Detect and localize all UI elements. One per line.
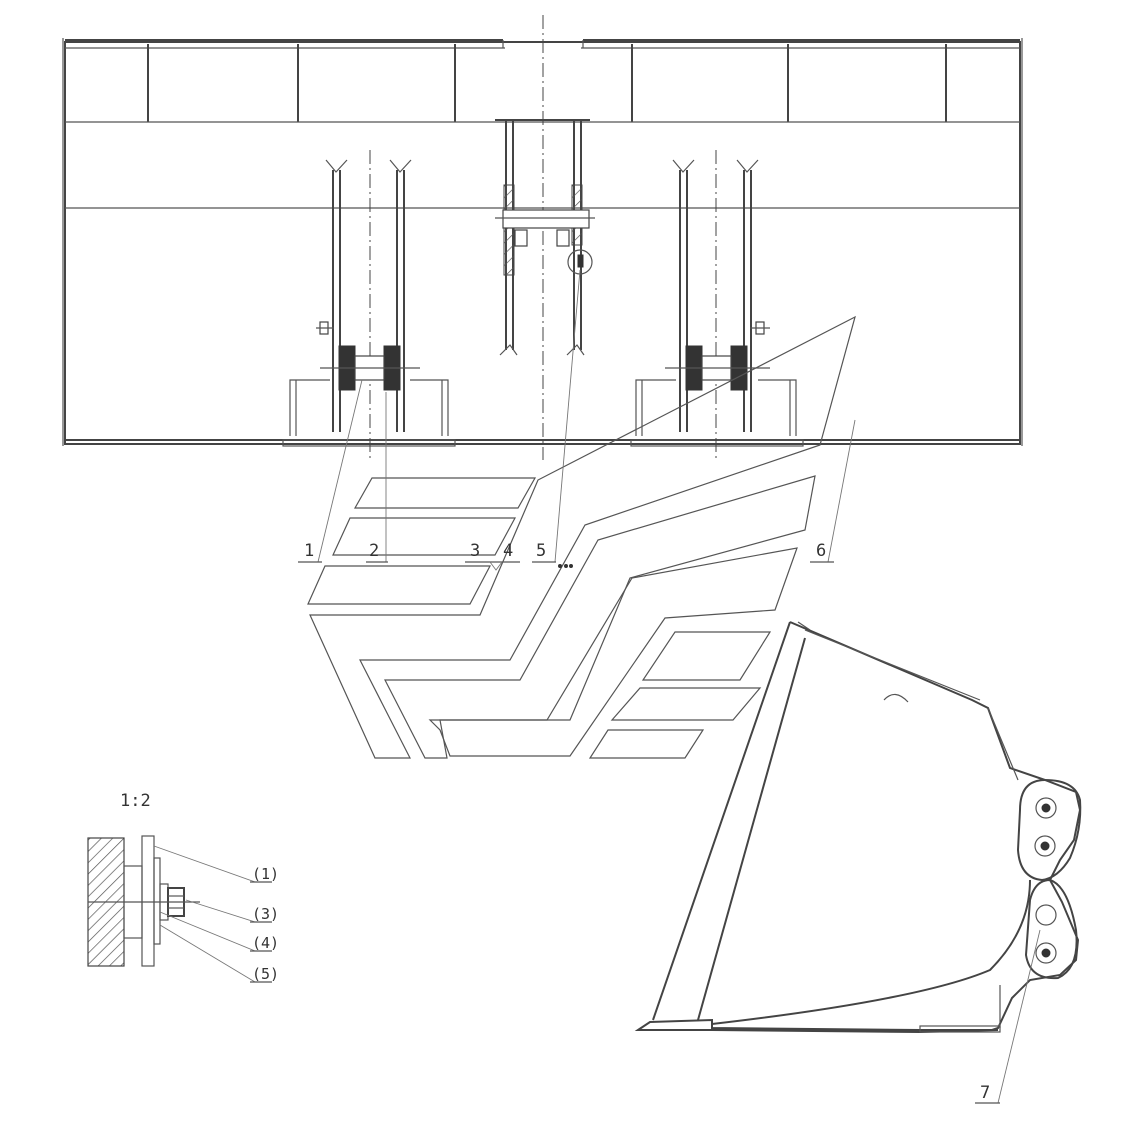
side-view (634, 621, 1082, 1034)
upper-hinge-ear (1016, 778, 1082, 882)
callout-6: 6 (816, 541, 826, 561)
top-ribs (147, 44, 947, 122)
detail-label-3: (3) (252, 905, 279, 923)
detail-view: 1:2 (1) (3) (4) (5) (87, 791, 279, 983)
top-view (62, 15, 1023, 460)
callout-7: 7 (980, 1083, 990, 1103)
right-hinge-assembly (635, 150, 797, 460)
detail-scale-label: 1:2 (120, 791, 151, 811)
callout-3: 3 (470, 541, 480, 561)
lower-hinge-ear (1024, 878, 1078, 980)
callout-4: 4 (503, 541, 513, 561)
callout-5: 5 (536, 541, 546, 561)
callout-2: 2 (369, 541, 379, 561)
callout-leaders (298, 269, 1041, 1104)
center-guide-assembly (495, 119, 595, 356)
detail-label-5: (5) (252, 965, 279, 983)
left-hinge-assembly (289, 150, 449, 460)
callout-1: 1 (304, 541, 314, 561)
detail-label-1: (1) (252, 865, 279, 883)
decal-graphic (307, 315, 856, 759)
detail-label-4: (4) (252, 934, 279, 952)
